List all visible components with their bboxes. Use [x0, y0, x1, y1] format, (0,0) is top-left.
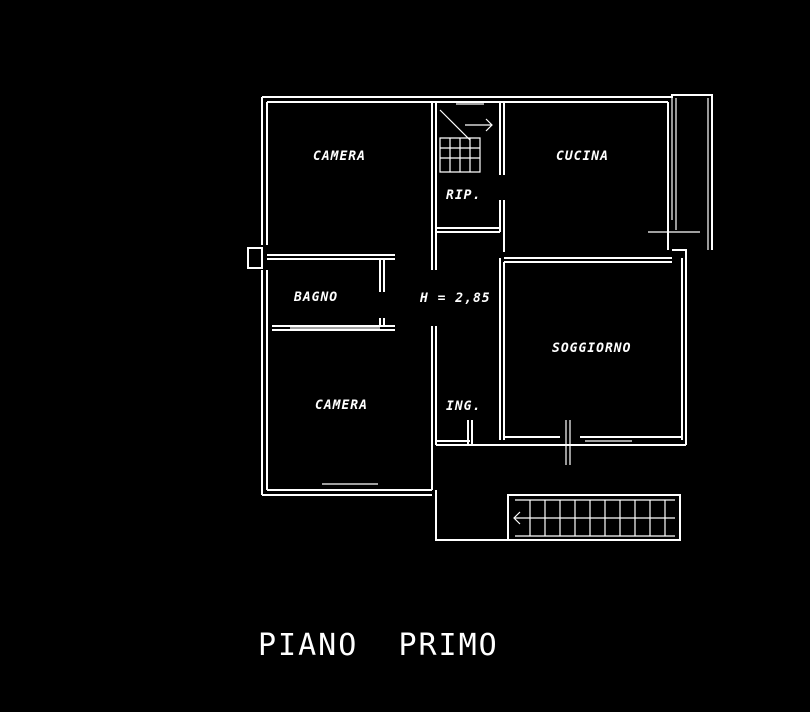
ceiling-height-label: H = 2,85 — [419, 291, 491, 306]
room-label-bagno: BAGNO — [293, 290, 338, 305]
room-label-cucina: CUCINA — [556, 149, 609, 164]
room-label-rip: RIP. — [446, 188, 481, 203]
room-label-ing: ING. — [446, 399, 481, 414]
title-level: PRIMO — [398, 628, 499, 663]
stair-symbol — [439, 96, 493, 173]
title-floor: PIANO — [258, 628, 359, 663]
openings — [290, 327, 632, 491]
interior-walls — [267, 102, 686, 490]
right-annex — [648, 95, 709, 445]
plan-title: PIANO PRIMO — [258, 628, 499, 663]
room-label-camera-bottom: CAMERA — [315, 398, 368, 413]
bottom-stairs — [435, 490, 681, 541]
room-label-soggiorno: SOGGIORNO — [552, 341, 631, 356]
room-label-camera-top: CAMERA — [313, 149, 366, 164]
